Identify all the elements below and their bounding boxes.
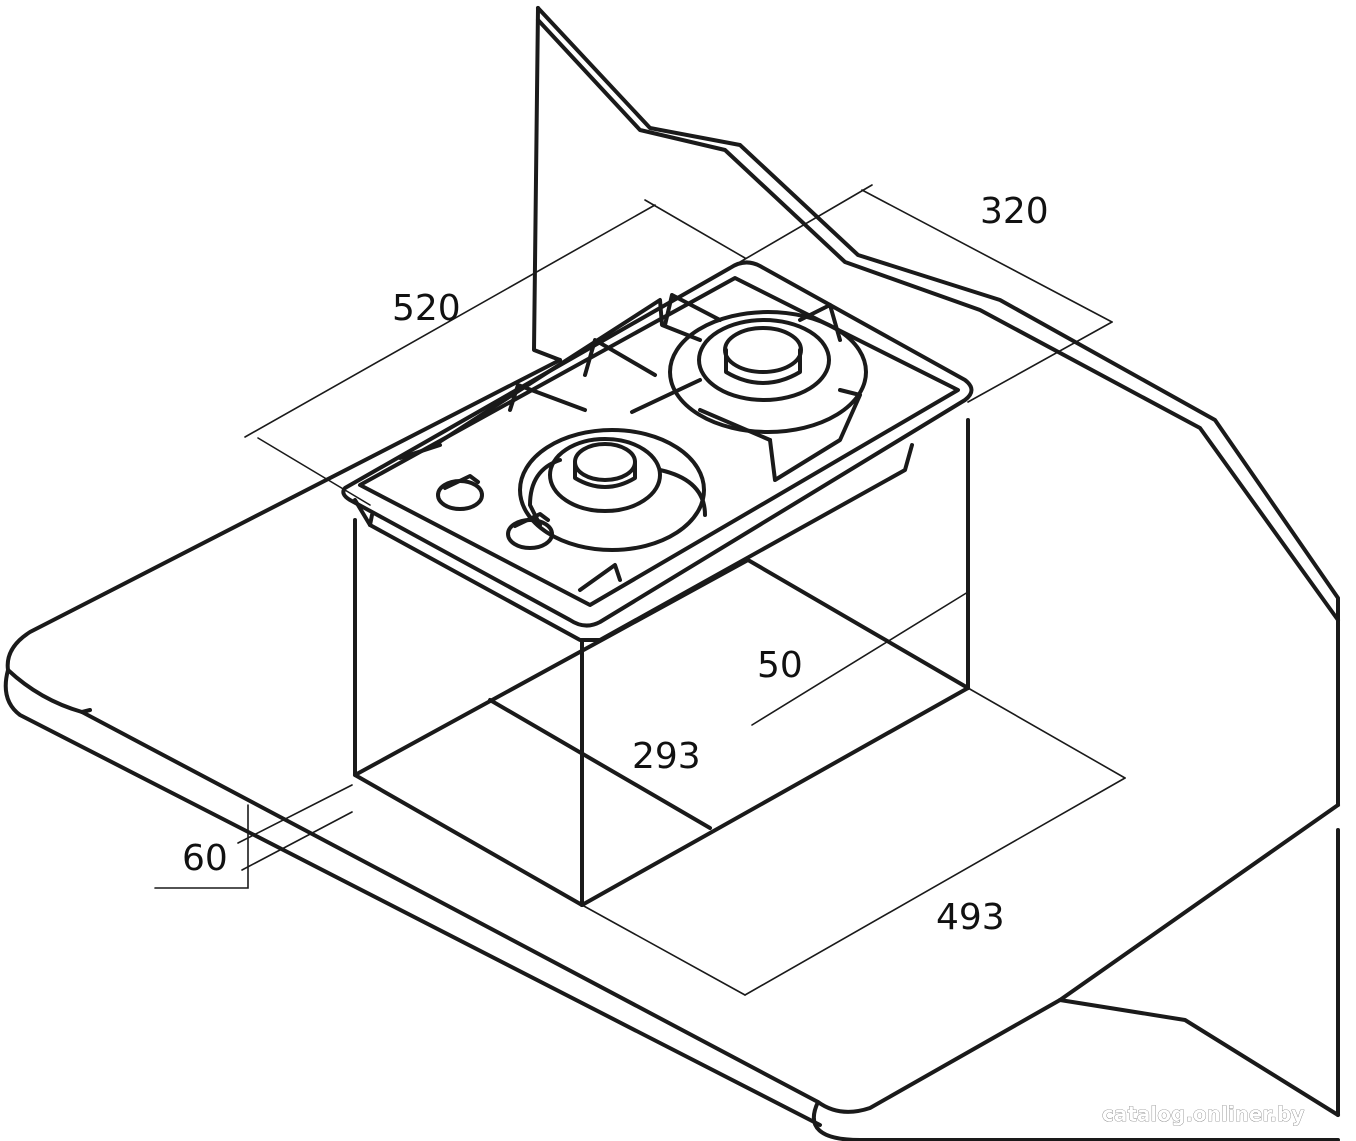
dimension-depth-label: 320 xyxy=(980,191,1049,232)
countertop xyxy=(3,358,1340,1141)
dimension-offset-label: 50 xyxy=(757,645,803,686)
small-burner xyxy=(518,428,706,552)
back-wall xyxy=(532,6,1340,807)
cutout-opening xyxy=(353,418,970,907)
dimension-cutout-depth-label: 293 xyxy=(632,736,701,777)
dimension-lines xyxy=(154,184,1126,996)
large-burner xyxy=(668,310,868,434)
watermark-text: catalog.onliner.by xyxy=(1102,1102,1304,1126)
gas-hob xyxy=(341,260,974,642)
dimension-cutout-width-label: 493 xyxy=(936,897,1005,938)
dimension-edge-label: 60 xyxy=(182,838,228,879)
dimension-width-label: 520 xyxy=(392,288,461,329)
pan-supports xyxy=(428,293,862,527)
control-knob-2 xyxy=(506,512,554,550)
control-knob-1 xyxy=(436,474,484,511)
